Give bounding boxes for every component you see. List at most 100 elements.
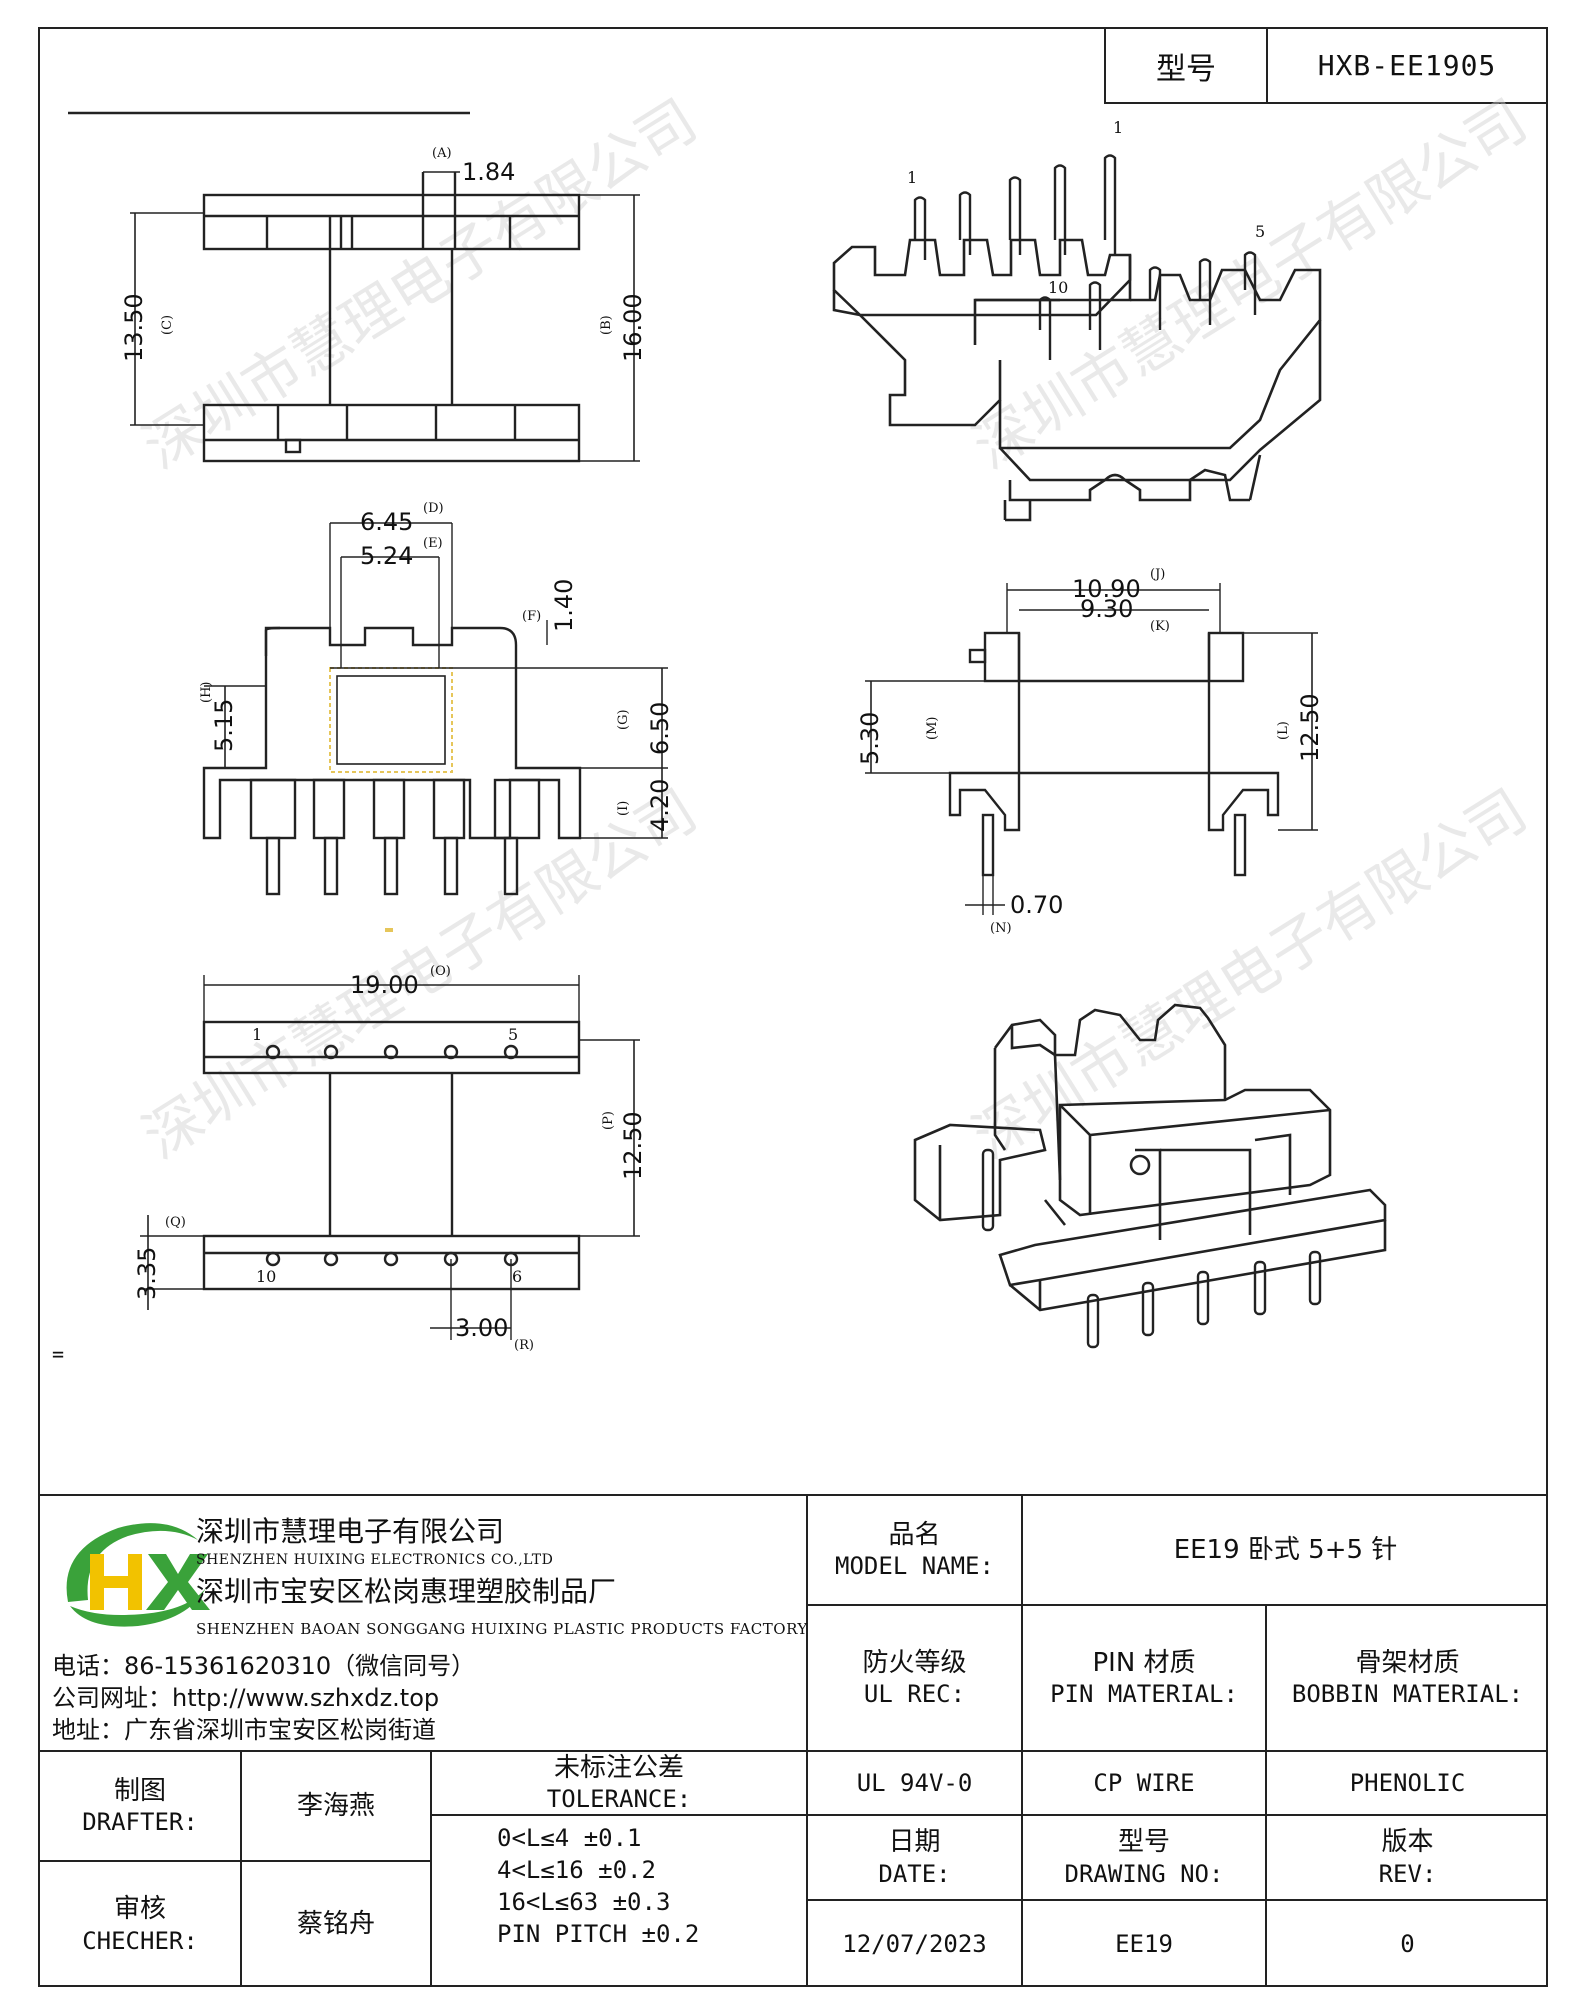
date-cn: 日期 [888,1827,941,1858]
grid-line [806,1604,1548,1606]
pin-holes [265,1044,519,1267]
dim-d-value: 6.45 [360,508,413,536]
model-name-cn: 品名 [888,1519,941,1550]
dim-m-tag: (M) [925,717,940,740]
dim-o-value: 19.00 [350,971,419,999]
grid-line [240,1750,242,1987]
grid-line [806,1899,1548,1901]
iso-view-bottom [913,1003,1387,1349]
dim-a-value: 1.84 [462,158,515,186]
pin-label-6: 6 [512,1267,522,1286]
ul-en: UL REC: [863,1680,966,1709]
factory-name-en: SHENZHEN BAOAN SONGGANG HUIXING PLASTIC … [196,1620,808,1638]
dim-j-tag: (J) [1150,567,1165,582]
pin-label-5: 5 [508,1025,518,1044]
website-link[interactable]: 公司网址：http://www.szhxdz.top [52,1684,440,1712]
bobbin-material-value-cell: PHENOLIC [1267,1752,1548,1814]
tolerance-header: 未标注公差 TOLERANCE: [432,1752,806,1814]
side-view: 10.90 (J) 9.30 (K) 12.50 (L) 5.30 (M) 0.… [856,567,1324,936]
iso-pin-1b: 1 [1113,118,1123,137]
drafter-header: 制图 DRAFTER: [40,1752,240,1860]
date-value-cell: 12/07/2023 [808,1901,1021,1987]
dim-d-tag: (D) [423,501,444,516]
dim-r-tag: (R) [514,1338,534,1353]
dim-b-tag: (B) [599,315,614,335]
dim-e-tag: (E) [423,536,443,551]
iso-pin-10: 10 [1048,278,1068,297]
drawing-frame [38,27,1548,1987]
dim-c-value: 13.50 [120,293,148,362]
model-name-value: EE19 卧式 5+5 针 [1173,1534,1398,1565]
drawing-no-en: DRAWING NO: [1064,1859,1224,1888]
checker-en: CHECHER: [82,1926,198,1955]
rev-value: 0 [1400,1930,1415,1958]
grid-line [38,1750,1548,1752]
dim-o-tag: (O) [430,964,451,979]
drawing-no-cn: 型号 [1117,1827,1170,1858]
dim-i-value: 4.20 [646,779,674,832]
company-logo [66,1523,210,1627]
checker-header: 审核 CHECHER: [40,1862,240,1987]
dim-a-tag: (A) [432,146,452,161]
grid-line [806,1494,808,1987]
ul-value: UL 94V-0 [856,1769,973,1797]
dim-j-value: 10.90 [1072,575,1141,603]
bobbin-material-value: PHENOLIC [1349,1769,1466,1797]
date-en: DATE: [878,1859,951,1888]
tolerance-cn: 未标注公差 [553,1752,684,1783]
checker-value: 蔡铭舟 [296,1909,375,1940]
tolerance-en: TOLERANCE: [546,1785,692,1814]
company-info: 深圳市慧理电子有限公司 SHENZHEN HUIXING ELECTRONICS… [196,1510,808,1638]
dim-g-value: 6.50 [646,702,674,755]
drawing-no-header: 型号 DRAWING NO: [1023,1816,1265,1899]
model-name-value-cell: EE19 卧式 5+5 针 [1023,1496,1548,1604]
pin-material-en: PIN MATERIAL: [1050,1680,1238,1709]
company-name-cn: 深圳市慧理电子有限公司 [196,1515,505,1548]
model-name-en: MODEL NAME: [835,1552,994,1581]
grid-line [430,1750,432,1987]
dim-f-value: 1.40 [550,579,578,632]
phone: 电话：86-15361620310（微信同号） [52,1652,476,1680]
address: 地址：广东省深圳市宝安区松岗街道 [52,1716,436,1744]
grid-line [1021,1494,1023,1987]
iso-pins-top [913,154,1257,360]
dim-q-tag: (Q) [165,1215,186,1230]
dim-l-value: 12.50 [1296,693,1324,762]
drawing-no-value-cell: EE19 [1023,1901,1265,1987]
model-label: 型号 [1106,29,1268,102]
model-value: HXB-EE1905 [1317,49,1497,82]
pin-label-10: 10 [256,1267,276,1286]
model-header: 型号 HXB-EE1905 [1104,27,1548,104]
grid-line [38,1860,430,1862]
front-pins [249,778,541,896]
checker-value-cell: 蔡铭舟 [242,1862,430,1987]
bobbin-material-en: BOBBIN MATERIAL: [1291,1680,1524,1709]
iso-view-top: 1 1 5 10 [832,118,1322,522]
dim-p-tag: (P) [601,1111,616,1130]
dim-r-value: 3.00 [455,1314,508,1342]
ul-header: 防火等级 UL REC: [808,1606,1021,1750]
tolerance-row: PIN PITCH ±0.2 [497,1920,700,1948]
bobbin-material-cn: 骨架材质 [1355,1647,1460,1678]
iso-pin-5: 5 [1255,222,1265,241]
bobbin-material-header: 骨架材质 BOBBIN MATERIAL: [1267,1606,1548,1750]
title-block [38,1494,1548,1987]
grid-line [1265,1604,1267,1987]
dim-n-value: 0.70 [1010,891,1063,919]
yellow-mark [385,928,393,932]
dim-g-tag: (G) [616,709,631,730]
dim-k-value: 9.30 [1080,595,1133,623]
pin-material-header: PIN 材质 PIN MATERIAL: [1023,1606,1265,1750]
front-view: 6.45 (D) 5.24 (E) 1.40 (F) 6.50 (G) 4.20… [199,501,674,932]
dim-h-tag: (H) [199,682,214,703]
grid-line [806,1814,1548,1816]
iso-pins-bottom [981,1148,1322,1349]
dim-l-tag: (L) [1276,721,1291,740]
checker-cn: 审核 [113,1894,166,1925]
technical-drawing: 深圳市慧理电子有限公司 深圳市慧理电子有限公司 深圳市慧理电子有限公司 深圳市慧… [68,86,1538,1353]
pin-material-value: CP WIRE [1093,1769,1195,1797]
bottom-view: 1 5 10 6 19.00 (O) 12.50 (P) 3.35 (Q) 3.… [133,964,647,1353]
tolerance-row: 4<L≤16 ±0.2 [497,1856,656,1884]
pin-material-cn: PIN 材质 [1092,1647,1196,1678]
model-name-header: 品名 MODEL NAME: [808,1496,1021,1604]
